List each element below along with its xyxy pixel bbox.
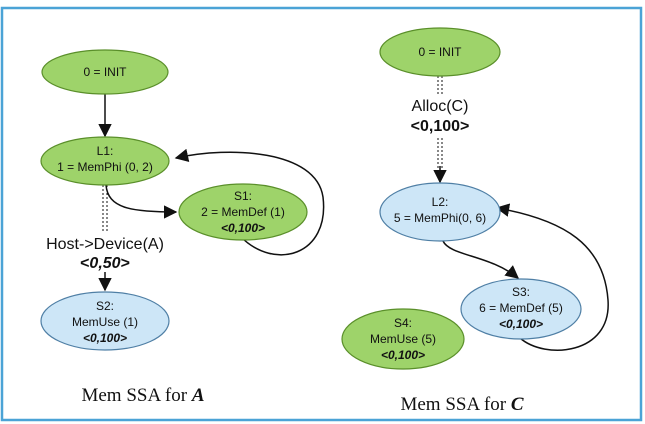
edge-a-label-range: <0,50> [80, 255, 130, 272]
node-c-init-label: 0 = INIT [418, 45, 462, 59]
edge-a-label: Host->Device(A) <0,50> [36, 234, 174, 272]
caption-a: Mem SSA for A [81, 385, 204, 406]
node-c-s3-body: 6 = MemDef (5) [479, 301, 563, 315]
edge-c-label: Alloc(C) <0,100> [400, 96, 484, 136]
node-a-s2-body: MemUse (1) [72, 315, 138, 329]
edge-a-s1-back-to-l1 [174, 148, 325, 256]
node-c-s3-title: S3: [512, 285, 530, 299]
edge-a-l1-to-s1 [105, 184, 178, 219]
node-c-s4-title: S4: [394, 316, 412, 330]
node-a-s2: S2: MemUse (1) <0,100> [40, 291, 170, 351]
node-a-s1-range: <0,100> [221, 221, 265, 235]
diagram-c: 0 = INIT L2: 5 = MemPhi(0, 6) S3: 6 = Me… [341, 27, 609, 415]
node-c-s3-range: <0,100> [499, 317, 543, 331]
edge-c-label-range: <0,100> [411, 118, 470, 135]
edge-c-l2-to-s3 [442, 240, 520, 279]
node-c-s4-range: <0,100> [381, 348, 425, 362]
node-a-l1-body: 1 = MemPhi (0, 2) [57, 160, 153, 174]
node-c-s4: S4: MemUse (5) <0,100> [341, 308, 465, 370]
node-a-l1-title: L1: [97, 144, 114, 158]
node-c-l2-body: 5 = MemPhi(0, 6) [394, 211, 486, 225]
node-a-init-label: 0 = INIT [83, 65, 127, 79]
diagram-a: 0 = INIT L1: 1 = MemPhi (0, 2) S1: 2 = M… [36, 49, 325, 406]
node-c-l2: L2: 5 = MemPhi(0, 6) [379, 182, 501, 242]
node-c-s4-body: MemUse (5) [370, 332, 436, 346]
node-a-init: 0 = INIT [41, 49, 169, 95]
edge-c-s3-back-to-l2 [495, 203, 609, 351]
node-a-s1-title: S1: [234, 189, 252, 203]
node-a-s1-body: 2 = MemDef (1) [201, 205, 285, 219]
node-a-s2-title: S2: [96, 299, 114, 313]
node-a-s2-range: <0,100> [83, 331, 127, 345]
node-c-s3: S3: 6 = MemDef (5) <0,100> [460, 278, 582, 340]
edge-a-label-name: Host->Device(A) [46, 236, 164, 253]
node-a-s1: S1: 2 = MemDef (1) <0,100> [178, 183, 308, 241]
node-c-init: 0 = INIT [379, 27, 501, 77]
node-a-l1: L1: 1 = MemPhi (0, 2) [40, 136, 170, 186]
edge-c-label-name: Alloc(C) [412, 98, 469, 115]
caption-c: Mem SSA for C [400, 394, 523, 415]
node-c-l2-title: L2: [432, 195, 449, 209]
